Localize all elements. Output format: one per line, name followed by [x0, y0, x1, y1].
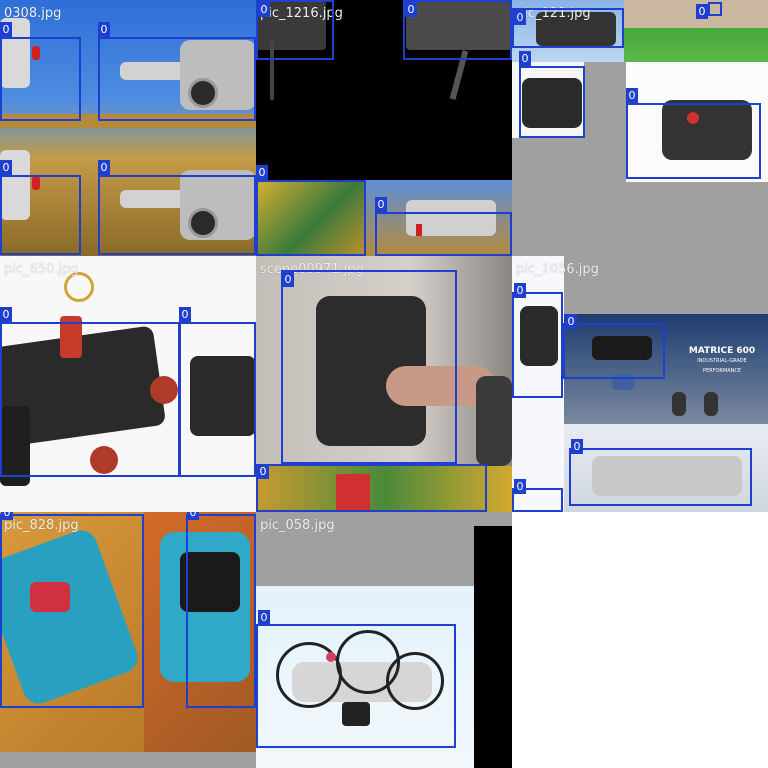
class-label: 0: [98, 160, 110, 175]
poster-subtitle: INDUSTRIAL-GRADE PERFORMANCE: [697, 358, 747, 374]
tile-pic-058: pic_058.jpg 0: [256, 512, 512, 768]
tile-filename: pic_058.jpg: [260, 518, 335, 533]
class-label: 0: [514, 283, 526, 298]
tile-filename: pic_650.jpg: [4, 262, 79, 277]
bounding-box: 0: [512, 8, 624, 48]
tile-filename: pic_1216.jpg: [260, 6, 343, 21]
tile-pic-828: pic_828.jpg 0 0: [0, 512, 256, 768]
class-label: 0: [0, 307, 12, 322]
bounding-box: 0: [186, 512, 256, 708]
bounding-box: 0: [403, 0, 512, 60]
tile-pic-1056: MATRICE 600 INDUSTRIAL-GRADE PERFORMANCE…: [512, 256, 768, 512]
bounding-box: 0: [281, 270, 457, 464]
tile-0308: 0308.jpg 0 0 0 0: [0, 0, 256, 256]
bounding-box: 0: [569, 439, 752, 506]
class-label: 0: [258, 2, 270, 17]
class-label: 0: [282, 272, 294, 287]
class-label: 0: [375, 197, 387, 212]
bounding-box: 0: [256, 165, 366, 256]
bounding-box: 0: [98, 160, 256, 255]
bounding-box: 0: [696, 2, 722, 19]
class-label: 0: [0, 160, 12, 175]
class-label: 0: [696, 4, 708, 19]
class-label: 0: [258, 610, 270, 625]
bounding-box: 0: [563, 314, 665, 379]
bounding-box: 0: [512, 283, 563, 398]
class-label: 0: [626, 88, 638, 103]
class-label: 0: [514, 479, 526, 494]
bounding-box: 0: [375, 197, 512, 256]
class-label: 0: [1, 512, 13, 520]
bounding-box: 0: [0, 512, 144, 708]
class-label: 0: [257, 464, 269, 479]
class-label: 0: [256, 165, 268, 180]
bounding-box: 0: [626, 88, 761, 179]
bounding-box: 0: [98, 22, 256, 121]
bounding-box: 0: [256, 610, 456, 748]
tile-pic-1216: pic_1216.jpg 0 0 0 0: [256, 0, 512, 256]
bounding-box: 0: [519, 51, 585, 138]
tile-pic-121: pic_121.jpg 0 0 0 0: [512, 0, 768, 256]
class-label: 0: [405, 2, 417, 17]
bounding-box: 0: [0, 160, 81, 255]
bounding-box: 0: [256, 464, 487, 512]
tile-pic-650: pic_650.jpg 0 0: [0, 256, 256, 512]
class-label: 0: [187, 512, 199, 520]
tile-filename: pic_1056.jpg: [516, 262, 599, 277]
tile-filename: 0308.jpg: [4, 6, 62, 21]
class-label: 0: [519, 51, 531, 66]
poster-title: MATRICE 600: [688, 346, 756, 356]
bounding-box: 0: [256, 0, 334, 60]
bounding-box: 0: [0, 22, 81, 121]
bounding-box: 0: [0, 307, 180, 477]
class-label: 0: [565, 314, 577, 329]
class-label: 0: [98, 22, 110, 37]
class-label: 0: [514, 10, 526, 25]
tile-filename: pic_828.jpg: [4, 518, 79, 533]
class-label: 0: [179, 307, 191, 322]
tile-scene00971: scene00971.jpg 0 0: [256, 256, 512, 512]
bounding-box: 0: [179, 307, 256, 477]
class-label: 0: [0, 22, 12, 37]
empty-tile: [512, 512, 768, 768]
bounding-box: 0: [512, 479, 563, 512]
class-label: 0: [571, 439, 583, 454]
